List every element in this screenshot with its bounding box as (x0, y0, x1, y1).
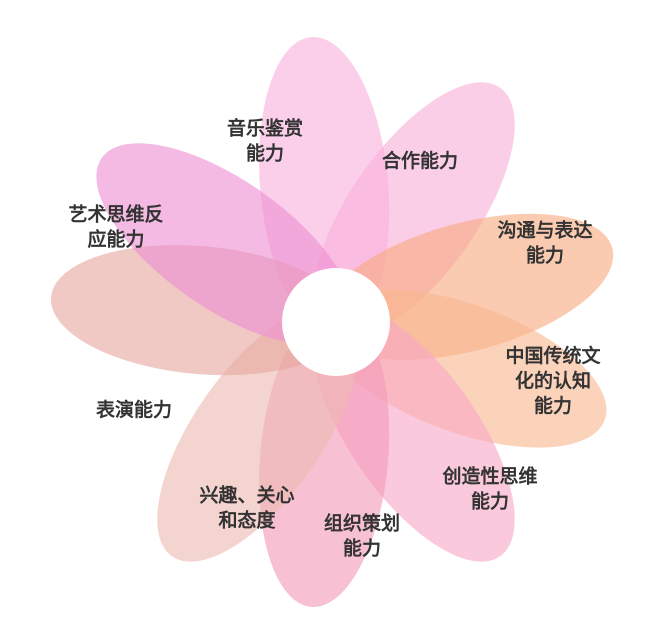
petal-label-line: 艺术思维反 (68, 203, 163, 226)
petal-art-thinking (96, 143, 353, 345)
petal-label-communication: 沟通与表达能力 (497, 219, 592, 267)
petal-label-music: 音乐鉴赏能力 (227, 117, 303, 165)
petal-label-line: 表演能力 (96, 398, 172, 421)
petal-label-line: 能力 (526, 244, 564, 267)
petal-label-cooperation: 合作能力 (382, 149, 458, 172)
petal-label-line: 合作能力 (382, 149, 458, 172)
label-group: 音乐鉴赏能力合作能力沟通与表达能力中国传统文化的认知能力创造性思维能力组织策划能… (68, 117, 601, 560)
petal-label-line: 应能力 (87, 228, 144, 251)
petal-label-interest: 兴趣、关心和态度 (199, 484, 294, 532)
center-circle (282, 268, 390, 376)
petal-label-creativity: 创造性思维能力 (441, 465, 537, 513)
petal-interest (157, 305, 359, 562)
petal-label-performance: 表演能力 (96, 398, 172, 421)
petal-label-culture: 中国传统文化的认知能力 (505, 344, 601, 417)
petal-label-line: 中国传统文 (505, 344, 601, 367)
petal-label-line: 组织策划 (324, 512, 400, 535)
petal-label-line: 能力 (246, 142, 284, 165)
petal-label-line: 创造性思维 (441, 465, 537, 488)
petal-label-line: 兴趣、关心 (199, 484, 294, 507)
petal-label-line: 能力 (471, 490, 509, 513)
petal-label-line: 能力 (534, 394, 572, 417)
petal-label-line: 和态度 (218, 509, 276, 532)
petal-label-line: 沟通与表达 (497, 219, 592, 242)
petal-label-line: 能力 (343, 537, 381, 560)
petal-group (50, 36, 614, 608)
petal-label-organization: 组织策划能力 (324, 512, 400, 560)
petal-label-line: 音乐鉴赏 (227, 117, 303, 140)
petal-label-art-thinking: 艺术思维反应能力 (68, 203, 163, 251)
petal-label-line: 化的认知 (515, 369, 591, 392)
